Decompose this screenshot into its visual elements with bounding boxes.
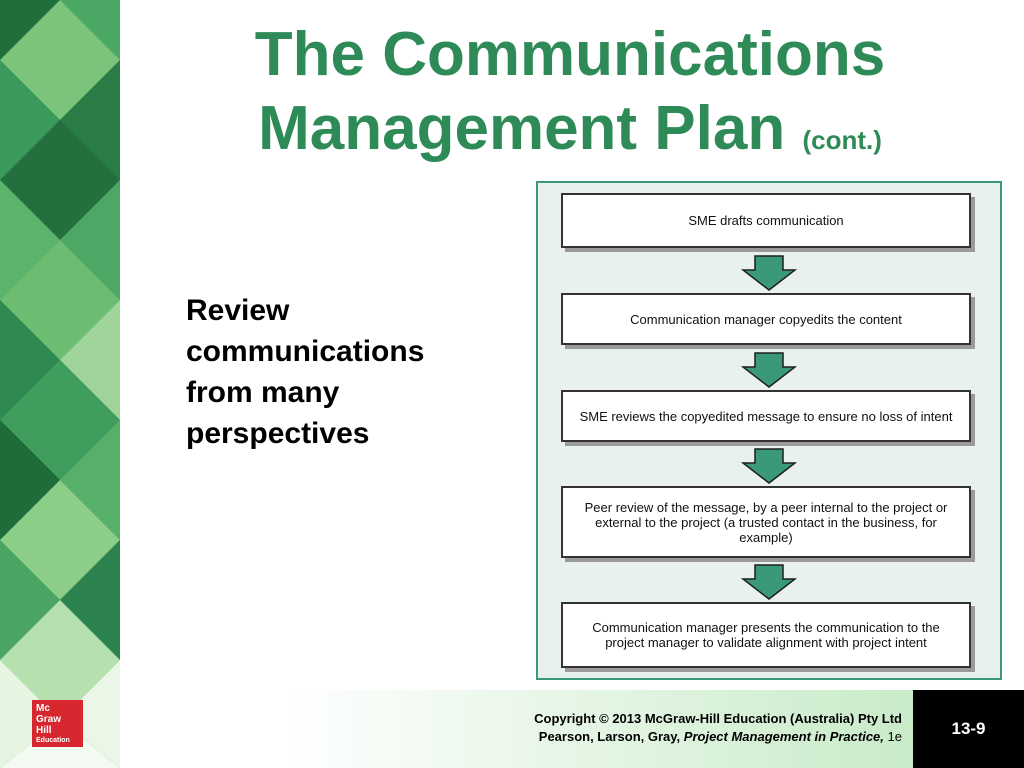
flowchart-figure: SME drafts communication Communication m… (536, 181, 1002, 680)
logo-line-3: Hill (36, 725, 52, 736)
down-arrow-icon (741, 564, 797, 600)
down-arrow-icon (741, 352, 797, 388)
flow-step-4: Peer review of the message, by a peer in… (561, 486, 971, 558)
logo-line-4: Education (36, 737, 70, 744)
logo-line-2: Graw (36, 714, 62, 725)
logo-line-1: Mc (36, 703, 50, 714)
citation-authors: Pearson, Larson, Gray, (538, 729, 681, 744)
citation-edition: 1e (887, 729, 902, 744)
mcgraw-hill-logo: Mc Graw Hill Education (32, 700, 83, 747)
copyright-block: Copyright © 2013 McGraw-Hill Education (… (534, 710, 902, 746)
page-number: 13-9 (913, 690, 1024, 768)
title-line-2-text: Management Plan (258, 94, 786, 163)
flow-step-1: SME drafts communication (561, 193, 971, 248)
decorative-sidebar (0, 0, 120, 768)
flow-step-2: Communication manager copyedits the cont… (561, 293, 971, 345)
bullet-text: Review communications from many perspect… (186, 294, 425, 450)
title-line-2: Management Plan (cont.) (160, 92, 980, 177)
flow-step-5: Communication manager presents the commu… (561, 602, 971, 668)
flow-step-3: SME reviews the copyedited message to en… (561, 390, 971, 442)
down-arrow-icon (741, 448, 797, 484)
footer-bar: Copyright © 2013 McGraw-Hill Education (… (120, 690, 913, 768)
citation-line: Pearson, Larson, Gray, Project Managemen… (534, 728, 902, 746)
citation-book: Project Management in Practice, (683, 729, 884, 744)
copyright-line: Copyright © 2013 McGraw-Hill Education (… (534, 711, 902, 726)
page-title: The Communications Management Plan (cont… (160, 18, 980, 177)
title-suffix: (cont.) (802, 125, 882, 155)
title-line-1: The Communications (254, 20, 886, 89)
down-arrow-icon (741, 255, 797, 291)
